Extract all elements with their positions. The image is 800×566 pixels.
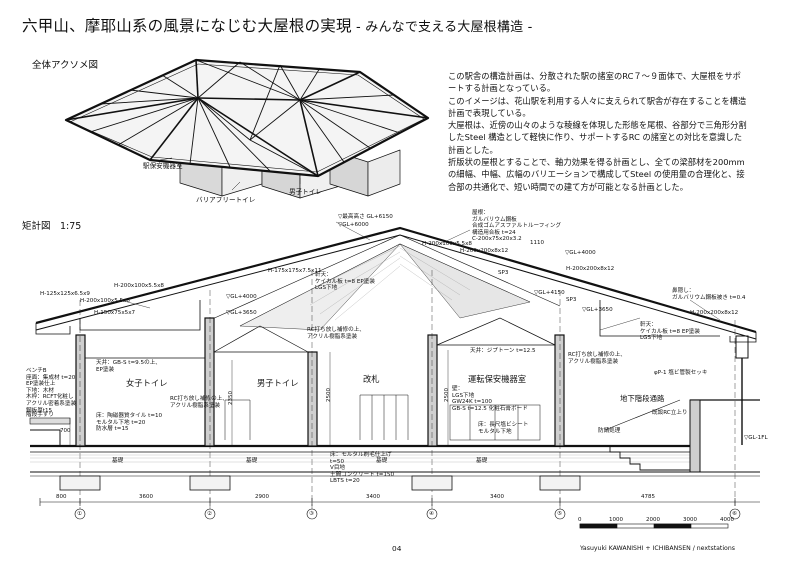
tag-rc-wall3: RC打ち放し補修の上、 アクリル樹脂系塗装 <box>568 352 626 365</box>
grid-2: ② <box>207 511 212 517</box>
dim-v-2: 2500 <box>444 388 450 402</box>
tag-gl4150: ▽GL+4150 <box>534 290 565 296</box>
tag-eave-right: 鼻隠し： ガルバリウム鋼板被き t=0.4 <box>672 288 746 301</box>
tag-h200d: H-200x200x8x12 <box>566 266 615 272</box>
grid-6: ⑥ <box>732 511 737 517</box>
tag-roofing: 屋根： ガルバリウム鋼板 合成ゴムアスファルトルーフィング 構造用合板 t=24… <box>472 210 562 243</box>
dim-3: 3400 <box>366 494 380 500</box>
grid-5: ⑤ <box>557 511 562 517</box>
scale-3000: 3000 <box>683 517 697 523</box>
tag-sp1: SP3 <box>498 270 509 276</box>
room-equip: 運転保安機器室 <box>468 374 527 384</box>
description-paragraph: この駅舎の構造計画は、分散された駅の諸室のRC７～９面体で、大屋根をサポートする… <box>448 71 741 94</box>
scale-1000: 1000 <box>609 517 623 523</box>
tag-hand: 階段手すり <box>26 412 54 418</box>
page-title: 六甲山、摩耶山系の風景になじむ大屋根の実現 - みんなで支える大屋根構造 - <box>22 14 533 36</box>
dim-1: 3600 <box>139 494 153 500</box>
tag-h200e: H-200x200x8x12 <box>460 248 509 254</box>
tag-gl4000: ▽GL+4000 <box>226 294 257 300</box>
tag-floor-r: 床：長尺塩ビシート モルタル下地 <box>478 422 529 435</box>
tag-kiso2: 基礎 <box>246 458 258 464</box>
tag-rc-up: 既設RC立上り <box>652 410 688 416</box>
dim-v-4: 1110 <box>530 240 544 246</box>
dim-0: 800 <box>56 494 67 500</box>
room-men: 男子トイレ <box>257 378 299 388</box>
tag-floor-c: 床：モルタル刷毛仕上げ t=50 V目地 土間コンクリート t=150 LBTS… <box>330 452 395 485</box>
tag-h200b: H-200x100x5.5x8 <box>114 283 164 289</box>
dim-v-3: 700 <box>60 428 71 434</box>
footer-credit: Yasuyuki KAWANISHI + ICHIBANSEN / nextst… <box>580 545 735 552</box>
scale-4000: 4000 <box>720 517 734 523</box>
room-gate: 改札 <box>363 374 380 384</box>
tag-gl3650: ▽GL+3650 <box>226 310 257 316</box>
axo-label-men: 男子トイレ <box>289 188 322 196</box>
tag-kiso1: 基礎 <box>112 458 124 464</box>
room-underground: 地下階段通路 <box>620 394 665 403</box>
tag-rc-wall: RC打ち放し補修の上、 アクリル樹脂系塗装 <box>170 396 228 409</box>
title-sub: - みんなで支える大屋根構造 - <box>351 20 533 35</box>
tag-glstair: ▽GL-1FL <box>744 435 768 441</box>
dim-4: 3400 <box>490 494 504 500</box>
description-paragraph: 折版状の屋根とすることで、軸力効果を得る計画とし、全ての梁部材を200mm の細… <box>448 157 745 192</box>
grid-3: ③ <box>309 511 314 517</box>
tag-soffit: 軒天： ケイカル板 t=8 EP塗装 LGS下地 <box>315 272 375 292</box>
axo-label-barrierfree: バリアフリートイレ <box>196 196 256 204</box>
scale-2000: 2000 <box>646 517 660 523</box>
tag-soffit2: 軒天： ケイカル板 t=8 EP塗装 LGS下地 <box>640 322 700 342</box>
tag-h200c: H-200x100x5.5x8 <box>422 241 472 247</box>
tag-h175: H-175x175x7.5x11 <box>268 268 322 274</box>
description-paragraph: 大屋根は、近傍の山々のような稜線を体現した形態を尾根、谷部分で三角形分割したSt… <box>448 120 747 155</box>
description-paragraph: このイメージは、花山駅を利用する人々に支えられて駅舎が存在することを構造計画で表… <box>448 95 747 118</box>
tag-gl4000r: ▽GL+4000 <box>565 250 596 256</box>
tag-h150: H-150x75x5x7 <box>94 310 136 316</box>
tag-roof-top: ▽最高高さ GL+6150 <box>338 214 393 220</box>
page-number: 04 <box>392 544 402 553</box>
axo-label-equip: 駅保安機器室 <box>143 162 183 170</box>
tag-pipe: φP-1 塩ビ管製セッキ <box>654 370 708 376</box>
tag-kiso3: 基礎 <box>376 458 388 464</box>
title-main: 六甲山、摩耶山系の風景になじむ大屋根の実現 <box>22 17 352 35</box>
dim-v-0: 2350 <box>228 391 234 405</box>
scale-0: 0 <box>578 517 582 523</box>
tag-h125: H-125x125x6.5x9 <box>40 291 90 297</box>
tag-ceiling-l: 天井：GB-S t=9.5の上、 EP塗装 <box>96 360 161 373</box>
description-block: この駅舎の構造計画は、分散された駅の諸室のRC７～９面体で、大屋根をサポートする… <box>448 70 748 193</box>
dim-2: 2900 <box>255 494 269 500</box>
axo-heading: 全体アクソメ図 <box>32 60 99 71</box>
tag-gl3650b: ▽GL+3650 <box>582 307 613 313</box>
section-heading: 矩計図 1:75 <box>22 221 82 232</box>
grid-1: ① <box>77 511 82 517</box>
tag-floor-l: 床：陶磁器質タイル t=10 モルタル下地 t=20 防水層 t=15 <box>96 413 163 433</box>
tag-wall-r: 壁： LGS下地 GW24K t=100 GB-S t=12.5 化粧石膏ボード <box>452 386 528 412</box>
tag-kiso4: 基礎 <box>476 458 488 464</box>
tag-ceiling-r: 天井：ジプトーン t=12.5 <box>470 348 536 354</box>
tag-left-spec: ベンチB 座面：集成材 t=20 EP塗装仕上 下地：木材 木枠：RCFT化粧し… <box>26 368 77 414</box>
tag-baseboard: 防錆処理 <box>598 428 621 434</box>
tag-h200a: H-200x100x5.5x8 <box>80 298 130 304</box>
grid-4: ④ <box>429 511 434 517</box>
tag-sp2: SP3 <box>566 297 577 303</box>
room-women: 女子トイレ <box>126 378 168 388</box>
tag-roof-top2: ▽GL+6000 <box>338 222 369 228</box>
dim-v-1: 2500 <box>326 388 332 402</box>
dim-5: 4785 <box>641 494 655 500</box>
tag-h200f: H-200x200x8x12 <box>690 310 739 316</box>
tag-rc-wall2: RC打ち放し補修の上、 アクリル樹脂系塗装 <box>307 327 365 340</box>
